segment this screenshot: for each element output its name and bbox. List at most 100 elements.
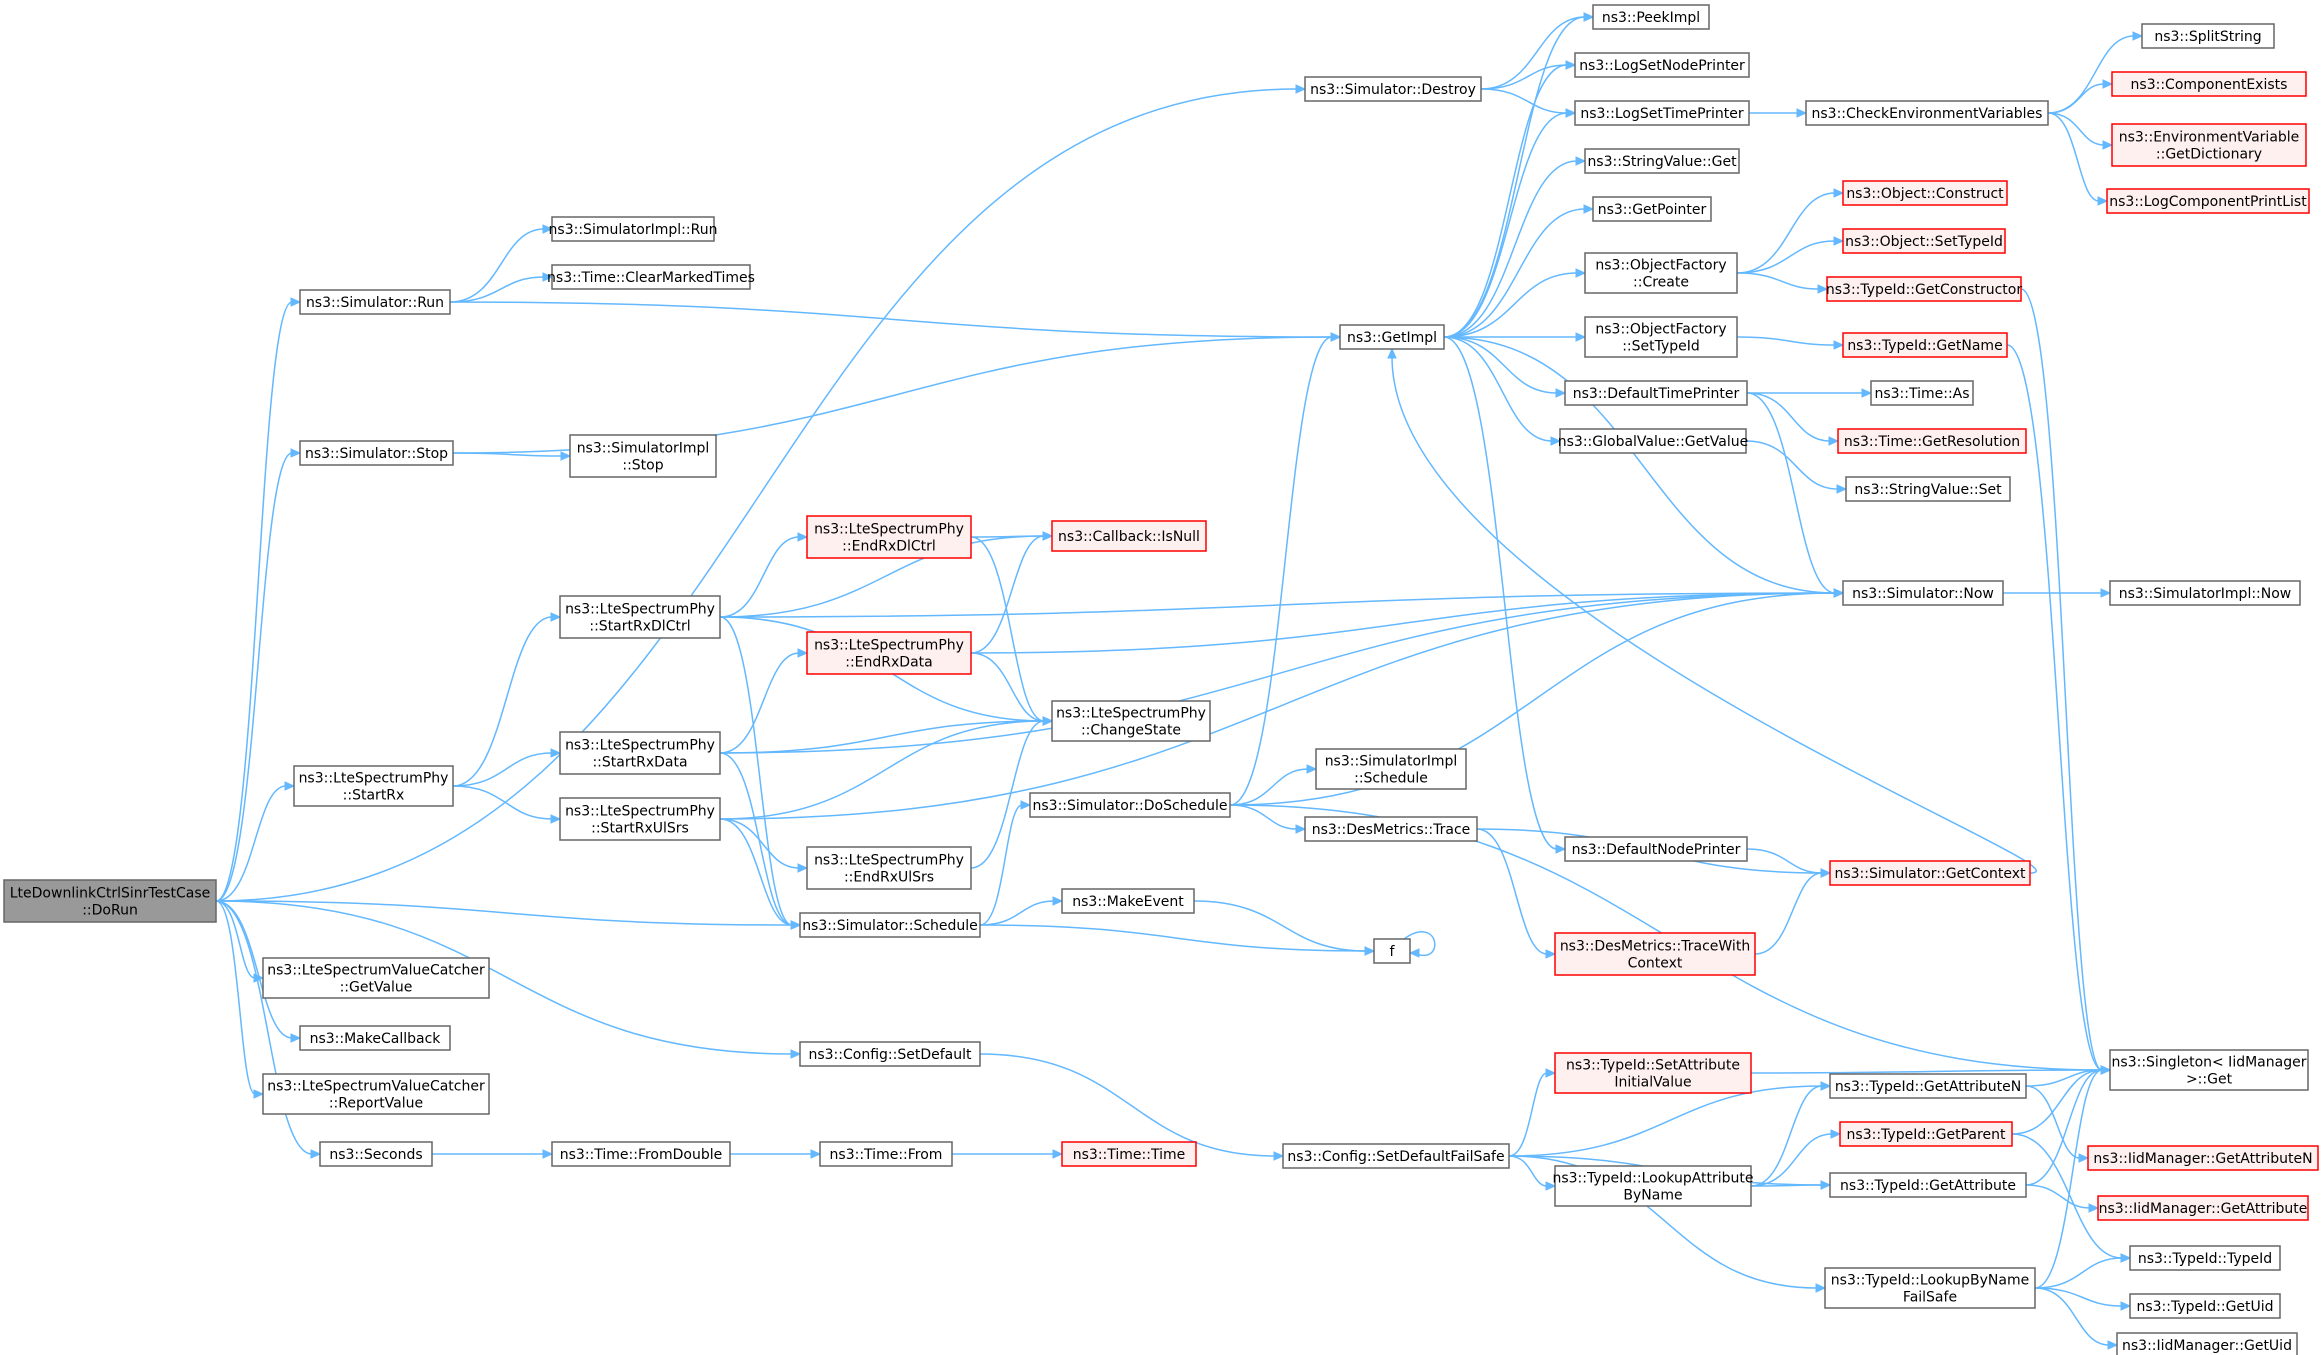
node-box xyxy=(299,440,454,466)
edge-arrowhead xyxy=(1295,824,1307,834)
node-startrxdlctrl[interactable]: ns3::LteSpectrumPhy::StartRxDlCtrl xyxy=(559,595,721,639)
node-doschedule[interactable]: ns3::Simulator::DoSchedule xyxy=(1029,792,1231,818)
node-of-create[interactable]: ns3::ObjectFactory::Create xyxy=(1584,252,1738,294)
node-sim-getcontext[interactable]: ns3::Simulator::GetContext xyxy=(1829,860,2031,886)
node-defaultnodeprinter[interactable]: ns3::DefaultNodePrinter xyxy=(1564,836,1748,862)
node-getparent[interactable]: ns3::TypeId::GetParent xyxy=(1839,1121,2013,1147)
edge-lookupattrbyname-to-getparent xyxy=(1750,1129,1842,1187)
edge-line xyxy=(1443,208,1586,338)
node-endrxulsrs[interactable]: ns3::LteSpectrumPhy::EndRxUlSrs xyxy=(806,846,972,890)
node-seconds[interactable]: ns3::Seconds xyxy=(319,1141,433,1167)
node-box xyxy=(799,1041,981,1067)
node-setdefaultfailsafe[interactable]: ns3::Config::SetDefaultFailSafe xyxy=(1282,1143,1510,1169)
node-splitstring[interactable]: ns3::SplitString xyxy=(2141,23,2275,49)
edge-checkenv-to-logcompprint xyxy=(2047,112,2109,206)
node-makecallback[interactable]: ns3::MakeCallback xyxy=(299,1025,451,1051)
node-getimpl[interactable]: ns3::GetImpl xyxy=(1339,324,1445,350)
edge-root-to-sim_run xyxy=(215,297,302,902)
edge-arrowhead xyxy=(790,920,802,930)
node-iid-getattrn[interactable]: ns3::IidManager::GetAttributeN xyxy=(2087,1145,2319,1171)
node-label: ns3::Time::GetResolution xyxy=(1844,434,2020,450)
node-startrxdata[interactable]: ns3::LteSpectrumPhy::StartRxData xyxy=(559,731,721,775)
node-sim-now[interactable]: ns3::Simulator::Now xyxy=(1842,580,2004,606)
node-clearmarked[interactable]: ns3::Time::ClearMarkedTimes xyxy=(547,264,755,290)
node-timefrom[interactable]: ns3::Time::From xyxy=(819,1141,953,1167)
node-defaulttimeprinter[interactable]: ns3::DefaultTimePrinter xyxy=(1564,380,1748,406)
node-makeevent[interactable]: ns3::MakeEvent xyxy=(1061,888,1195,914)
node-schedule[interactable]: ns3::Simulator::Schedule xyxy=(799,912,981,938)
edge-line xyxy=(215,900,256,979)
node-getattribute[interactable]: ns3::TypeId::GetAttribute xyxy=(1829,1172,2027,1198)
node-box xyxy=(1554,932,1756,976)
node-typeid-typeid[interactable]: ns3::TypeId::TypeId xyxy=(2129,1245,2281,1271)
node-fromdouble[interactable]: ns3::Time::FromDouble xyxy=(551,1141,731,1167)
node-root[interactable]: LteDownlinkCtrlSinrTestCase::DoRun xyxy=(3,879,217,923)
node-label: ::DoRun xyxy=(82,903,138,919)
edge-fromdouble-to-timefrom xyxy=(730,1149,822,1159)
node-componentexists[interactable]: ns3::ComponentExists xyxy=(2111,71,2307,97)
node-box xyxy=(1842,228,2006,254)
node-reportvalue[interactable]: ns3::LteSpectrumValueCatcher::ReportValu… xyxy=(262,1073,490,1115)
edge-line xyxy=(970,535,1045,654)
edge-getimpl-to-logtimeprinter xyxy=(1443,108,1577,338)
node-iid-getuid[interactable]: ns3::IidManager::GetUid xyxy=(2116,1332,2298,1355)
node-getpointer[interactable]: ns3::GetPointer xyxy=(1592,196,1712,222)
node-simimpl-now[interactable]: ns3::SimulatorImpl::Now xyxy=(2109,580,2301,606)
node-endrxdata[interactable]: ns3::LteSpectrumPhy::EndRxData xyxy=(806,631,972,675)
node-f[interactable]: f xyxy=(1373,938,1411,964)
node-typeid-getname[interactable]: ns3::TypeId::GetName xyxy=(1842,332,2008,358)
node-obj-construct[interactable]: ns3::Object::Construct xyxy=(1842,180,2008,206)
node-startrxulsrs[interactable]: ns3::LteSpectrumPhy::StartRxUlSrs xyxy=(559,797,721,841)
node-typeid-getuid[interactable]: ns3::TypeId::GetUid xyxy=(2129,1293,2281,1319)
edge-tracewithcontext-to-sim_getcontext xyxy=(1754,868,1832,955)
node-getvalue-catcher[interactable]: ns3::LteSpectrumValueCatcher::GetValue xyxy=(262,957,490,999)
edge-line xyxy=(1443,336,1558,394)
node-label: ns3::TypeId::GetName xyxy=(1847,338,2002,354)
node-destroy[interactable]: ns3::Simulator::Destroy xyxy=(1304,76,1482,102)
edge-line xyxy=(1750,1069,2103,1074)
node-obj-settypeid[interactable]: ns3::Object::SetTypeId xyxy=(1842,228,2006,254)
node-getattributen[interactable]: ns3::TypeId::GetAttributeN xyxy=(1829,1073,2027,1099)
node-envgetdict[interactable]: ns3::EnvironmentVariable::GetDictionary xyxy=(2111,123,2307,167)
node-changestate[interactable]: ns3::LteSpectrumPhy::ChangeState xyxy=(1051,700,1211,742)
node-getconstructor[interactable]: ns3::TypeId::GetConstructor xyxy=(1826,276,2022,302)
node-logcompprint[interactable]: ns3::LogComponentPrintList xyxy=(2106,188,2310,214)
node-simimpl-run[interactable]: ns3::SimulatorImpl::Run xyxy=(549,216,718,242)
node-label: ns3::StringValue::Set xyxy=(1854,482,2002,498)
node-timetime[interactable]: ns3::Time::Time xyxy=(1061,1141,1197,1167)
node-stringvalue-set[interactable]: ns3::StringValue::Set xyxy=(1845,476,2011,502)
node-getresolution[interactable]: ns3::Time::GetResolution xyxy=(1837,428,2027,454)
node-desmetrics-trace[interactable]: ns3::DesMetrics::Trace xyxy=(1304,816,1478,842)
node-checkenv[interactable]: ns3::CheckEnvironmentVariables xyxy=(1805,100,2049,126)
node-logtimeprinter[interactable]: ns3::LogSetTimePrinter xyxy=(1574,100,1750,126)
edge-arrowhead xyxy=(1830,1129,1842,1139)
node-label: ns3::Simulator::DoSchedule xyxy=(1033,798,1228,814)
node-singleton-get[interactable]: ns3::Singleton< IidManager >::Get xyxy=(2109,1049,2309,1091)
edge-seconds-to-fromdouble xyxy=(432,1149,554,1159)
node-of-settypeid[interactable]: ns3::ObjectFactory::SetTypeId xyxy=(1584,316,1738,358)
node-endrxdlctrl[interactable]: ns3::LteSpectrumPhy::EndRxDlCtrl xyxy=(806,515,972,559)
edge-doschedule-to-desmetrics_trace xyxy=(1229,804,1307,834)
node-config-setdefault[interactable]: ns3::Config::SetDefault xyxy=(799,1041,981,1067)
edge-getimpl-to-lognodeprinter xyxy=(1443,60,1577,338)
node-startrx[interactable]: ns3::LteSpectrumPhy::StartRx xyxy=(293,765,454,807)
node-sim-stop[interactable]: ns3::Simulator::Stop xyxy=(299,440,454,466)
node-iid-getattr[interactable]: ns3::IidManager::GetAttribute xyxy=(2097,1195,2309,1221)
node-gv-getvalue[interactable]: ns3::GlobalValue::GetValue xyxy=(1558,428,1748,454)
node-simimpl-schedule[interactable]: ns3::SimulatorImpl::Schedule xyxy=(1315,748,1467,790)
edge-setdefaultfailsafe-to-lookupattrbyname xyxy=(1508,1155,1557,1191)
node-sim-run[interactable]: ns3::Simulator::Run xyxy=(299,289,451,315)
node-lognodeprinter[interactable]: ns3::LogSetNodePrinter xyxy=(1574,52,1750,78)
node-time-as[interactable]: ns3::Time::As xyxy=(1870,380,1974,406)
node-stringvalue-get[interactable]: ns3::StringValue::Get xyxy=(1584,148,1740,174)
edge-arrowhead xyxy=(797,532,809,542)
node-simimpl-stop[interactable]: ns3::SimulatorImpl::Stop xyxy=(569,434,717,478)
node-box xyxy=(1584,148,1740,174)
node-isnull[interactable]: ns3::Callback::IsNull xyxy=(1051,520,1207,552)
node-peekimpl[interactable]: ns3::PeekImpl xyxy=(1592,4,1710,30)
node-label: >::Get xyxy=(2186,1072,2233,1088)
